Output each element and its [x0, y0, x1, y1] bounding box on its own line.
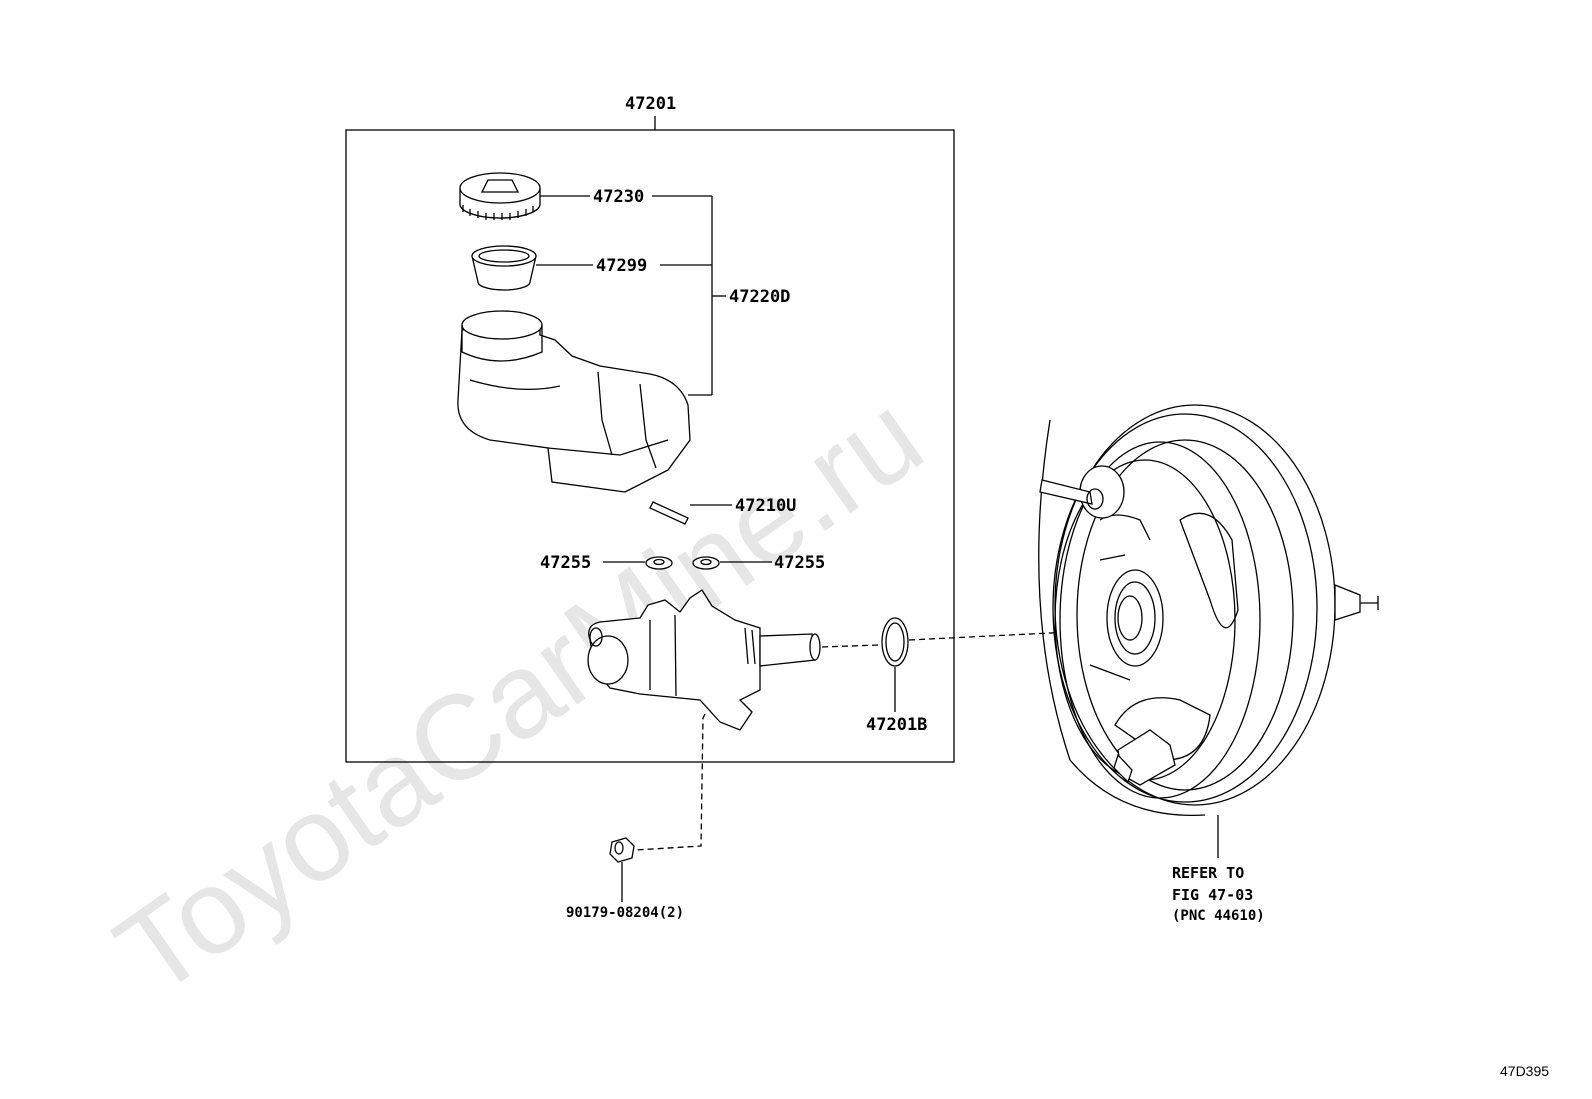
watermark: ToyotaCarMine.ru [93, 368, 946, 1021]
booster-reference-line1: REFER TO [1172, 864, 1244, 882]
booster-reference-line3: (PNC 44610) [1172, 908, 1265, 924]
o-ring-part[interactable] [881, 617, 909, 667]
reservoir-tank-part[interactable] [457, 310, 691, 493]
diagram-code: 47D395 [1500, 1063, 1549, 1079]
master-cylinder-part[interactable] [587, 589, 821, 731]
label-reservoir-set[interactable]: 47220D [729, 287, 790, 307]
label-strainer[interactable]: 47299 [596, 256, 647, 276]
brake-booster-part[interactable] [1038, 404, 1379, 817]
label-pin[interactable]: 47210U [735, 496, 796, 516]
pin-part[interactable] [649, 501, 689, 525]
nut-part[interactable] [609, 837, 635, 863]
label-nut[interactable]: 90179-08204(2) [566, 905, 684, 921]
booster-reference-line2: FIG 47-03 [1172, 886, 1253, 904]
reservoir-cap-part[interactable] [459, 172, 541, 220]
label-cap[interactable]: 47230 [593, 187, 644, 207]
label-assembly[interactable]: 47201 [625, 94, 676, 114]
grommet-left-part[interactable] [645, 556, 673, 570]
assembly-frame [345, 129, 955, 763]
label-o-ring[interactable]: 47201B [866, 715, 927, 735]
label-grommet-right[interactable]: 47255 [774, 553, 825, 573]
label-grommet-left[interactable]: 47255 [540, 553, 591, 573]
reservoir-strainer-part[interactable] [471, 245, 537, 291]
grommet-right-part[interactable] [692, 556, 720, 570]
